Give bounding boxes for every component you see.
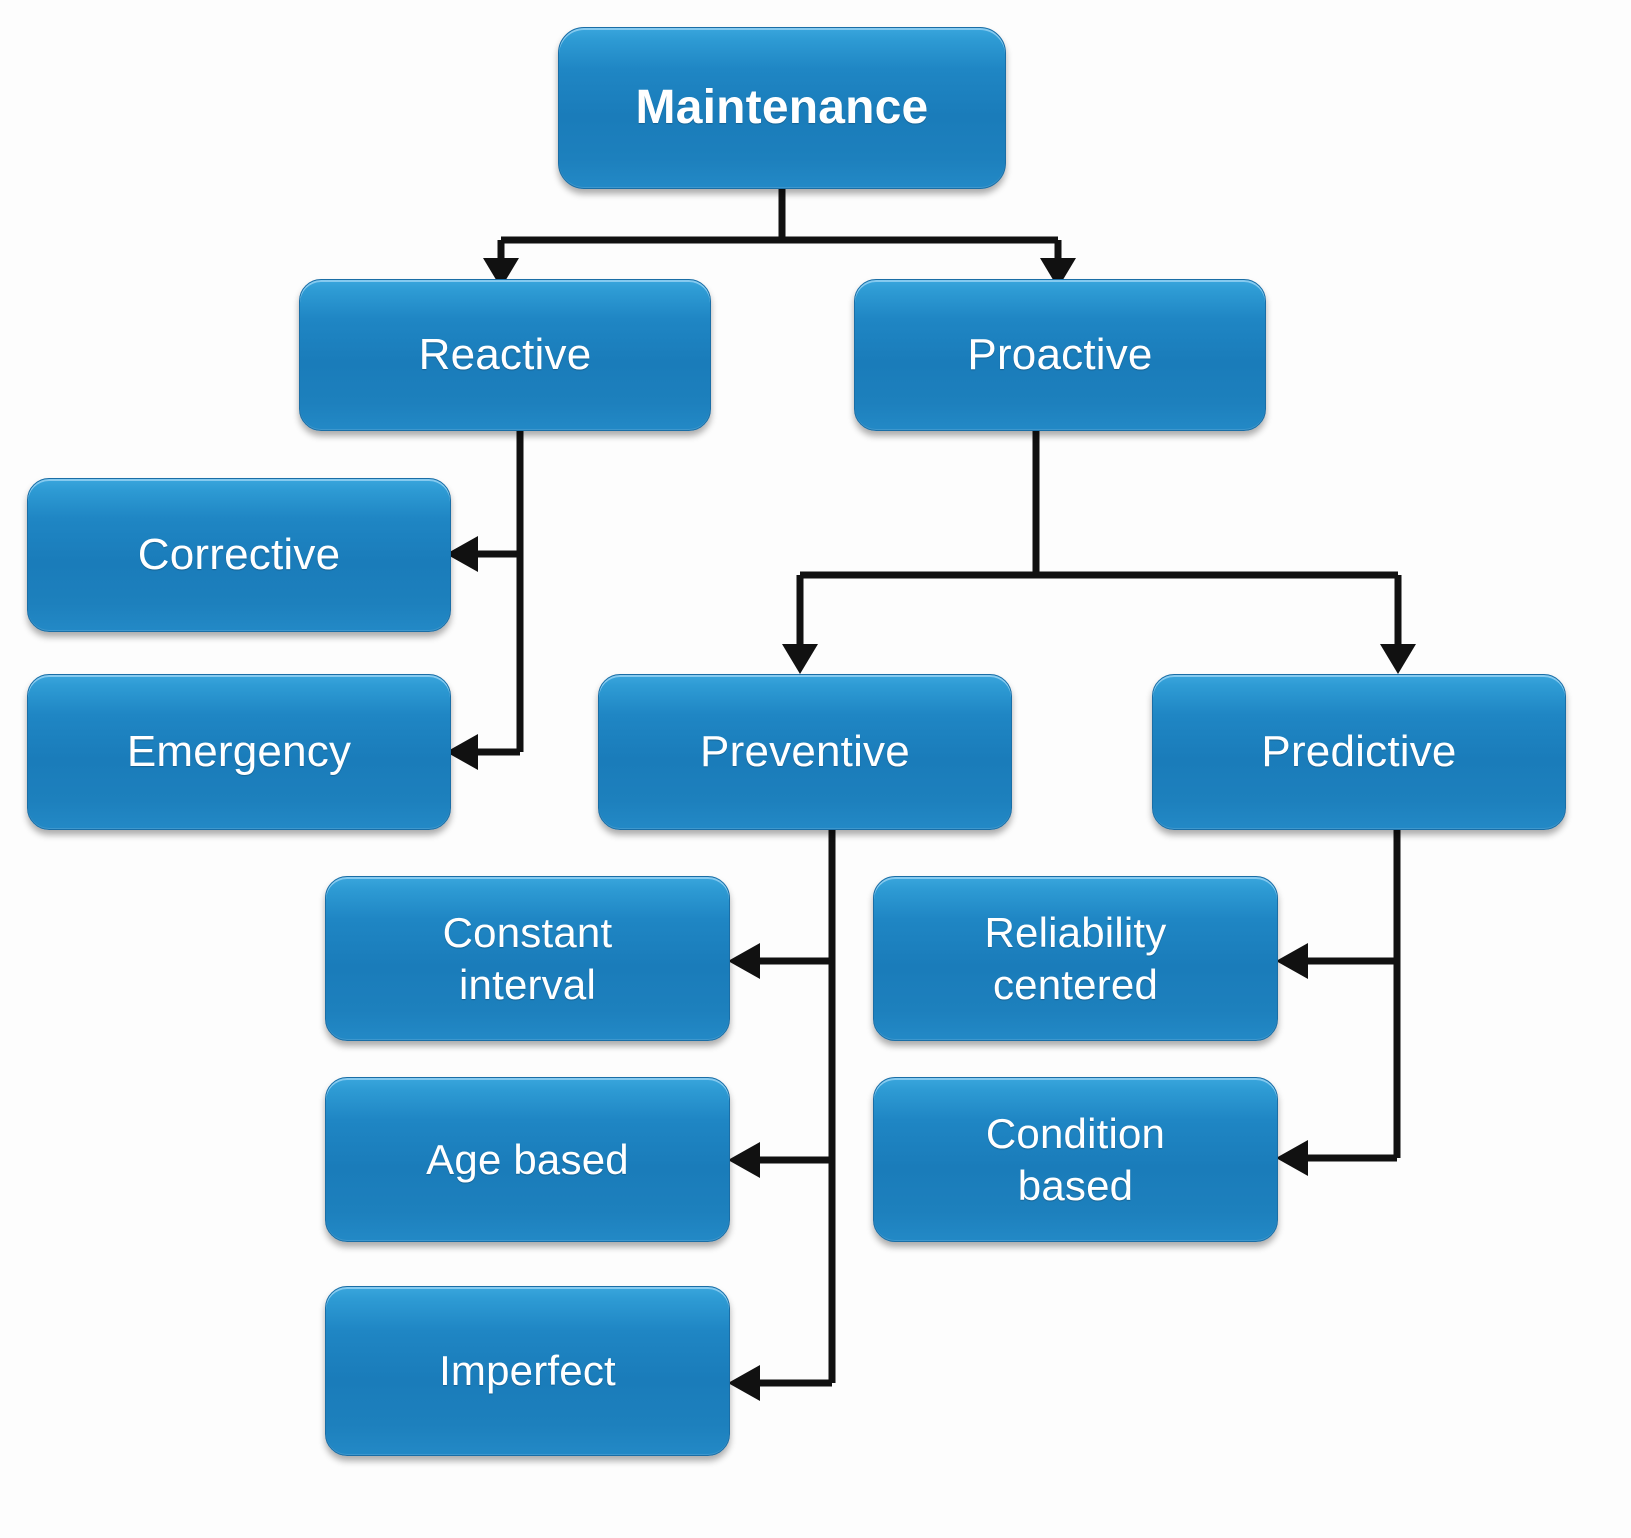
node-emergency-label: Emergency [126,727,352,777]
node-constant-interval[interactable]: Constant interval [325,876,730,1041]
arrowhead-left-constant-interval [728,943,760,979]
node-condition-based[interactable]: Condition based [873,1077,1278,1242]
node-constant-interval-label: Constant interval [442,909,613,1008]
node-emergency[interactable]: Emergency [27,674,451,830]
edge-reactive-to-children [446,431,524,770]
node-imperfect-label: Imperfect [439,1347,616,1395]
node-reliability-centered-label: Reliability centered [984,909,1167,1008]
node-proactive[interactable]: Proactive [854,279,1266,431]
arrowhead-left-reliability-centered [1276,943,1308,979]
node-reliability-centered[interactable]: Reliability centered [873,876,1278,1041]
edge-predictive-to-children [1276,830,1401,1176]
node-reactive[interactable]: Reactive [299,279,711,431]
node-age-based[interactable]: Age based [325,1077,730,1242]
arrowhead-left-condition-based [1276,1140,1308,1176]
node-condition-based-label: Condition based [985,1110,1166,1209]
node-maintenance-label: Maintenance [635,80,929,134]
node-corrective-label: Corrective [137,530,341,580]
arrowhead-down-predictive [1380,644,1416,674]
node-predictive-label: Predictive [1261,727,1457,777]
node-predictive[interactable]: Predictive [1152,674,1566,830]
arrowhead-down-preventive [782,644,818,674]
arrowhead-left-age-based [728,1142,760,1178]
edge-maintenance-to-reactive-proactive [483,189,1076,288]
node-maintenance[interactable]: Maintenance [558,27,1006,189]
edge-proactive-to-children [782,431,1416,674]
node-preventive[interactable]: Preventive [598,674,1012,830]
node-age-based-label: Age based [426,1135,629,1183]
node-reactive-label: Reactive [418,330,592,380]
node-corrective[interactable]: Corrective [27,478,451,632]
node-proactive-label: Proactive [967,330,1153,380]
edge-preventive-to-children [728,830,836,1401]
node-preventive-label: Preventive [700,727,910,777]
node-imperfect[interactable]: Imperfect [325,1286,730,1456]
arrowhead-left-imperfect [728,1365,760,1401]
